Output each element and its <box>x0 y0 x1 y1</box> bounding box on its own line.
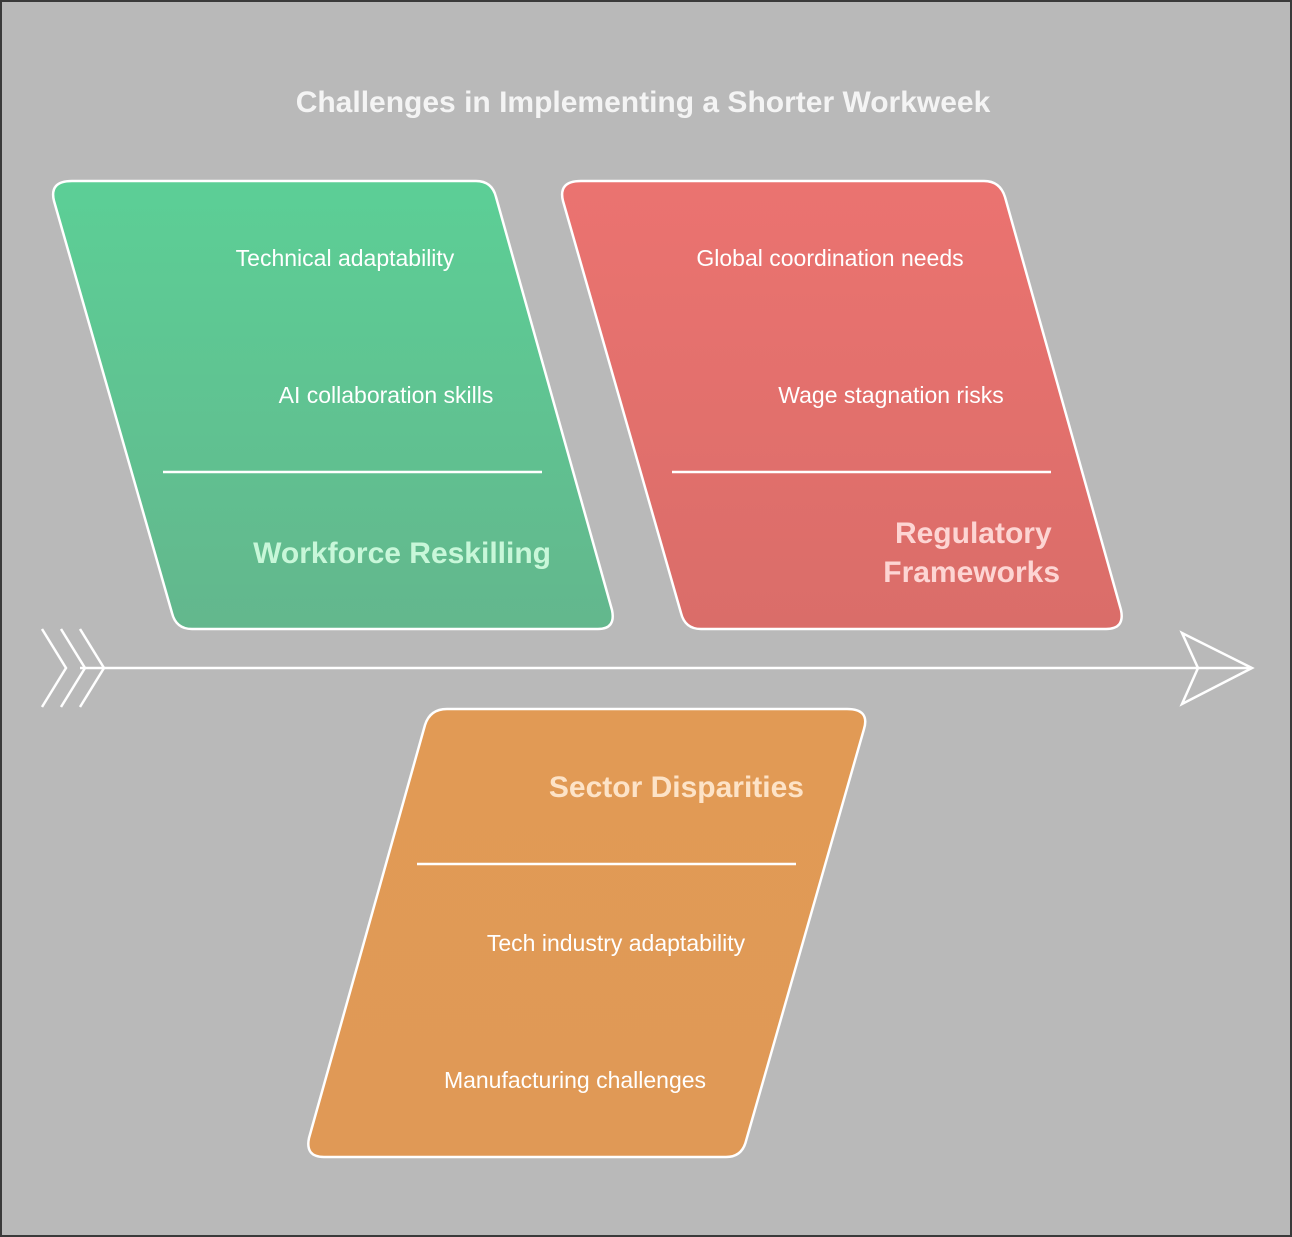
category-heading: Sector Disparities <box>549 771 804 804</box>
category-sector-disparities: Sector Disparities Tech industry adaptab… <box>307 707 867 1159</box>
tail-chevron <box>59 628 87 708</box>
category-panel <box>51 179 614 631</box>
spine-arrow <box>40 628 1255 708</box>
category-heading-line: Frameworks <box>883 556 1060 589</box>
category-heading: Regulatory Frameworks <box>883 517 1060 589</box>
cause-label: Technical adaptability <box>236 245 455 271</box>
arrow-head <box>1179 630 1255 707</box>
cause-label: Manufacturing challenges <box>444 1067 706 1093</box>
category-heading-line: Workforce Reskilling <box>253 537 551 570</box>
category-panel <box>307 707 867 1159</box>
cause-label: Wage stagnation risks <box>778 382 1003 408</box>
category-heading: Workforce Reskilling <box>253 537 551 570</box>
category-heading-line: Sector Disparities <box>549 771 804 804</box>
category-panel <box>560 179 1123 631</box>
cause-label: AI collaboration skills <box>279 382 494 408</box>
cause-label: Tech industry adaptability <box>487 930 746 956</box>
category-workforce-reskilling: Technical adaptability AI collaboration … <box>51 179 614 631</box>
diagram-title: Challenges in Implementing a Shorter Wor… <box>296 86 991 119</box>
tail-chevron <box>78 628 106 708</box>
cause-label: Global coordination needs <box>696 245 963 271</box>
category-regulatory-frameworks: Global coordination needs Wage stagnatio… <box>560 179 1123 631</box>
tail-chevron <box>40 628 68 708</box>
category-heading-line: Regulatory <box>895 517 1052 550</box>
